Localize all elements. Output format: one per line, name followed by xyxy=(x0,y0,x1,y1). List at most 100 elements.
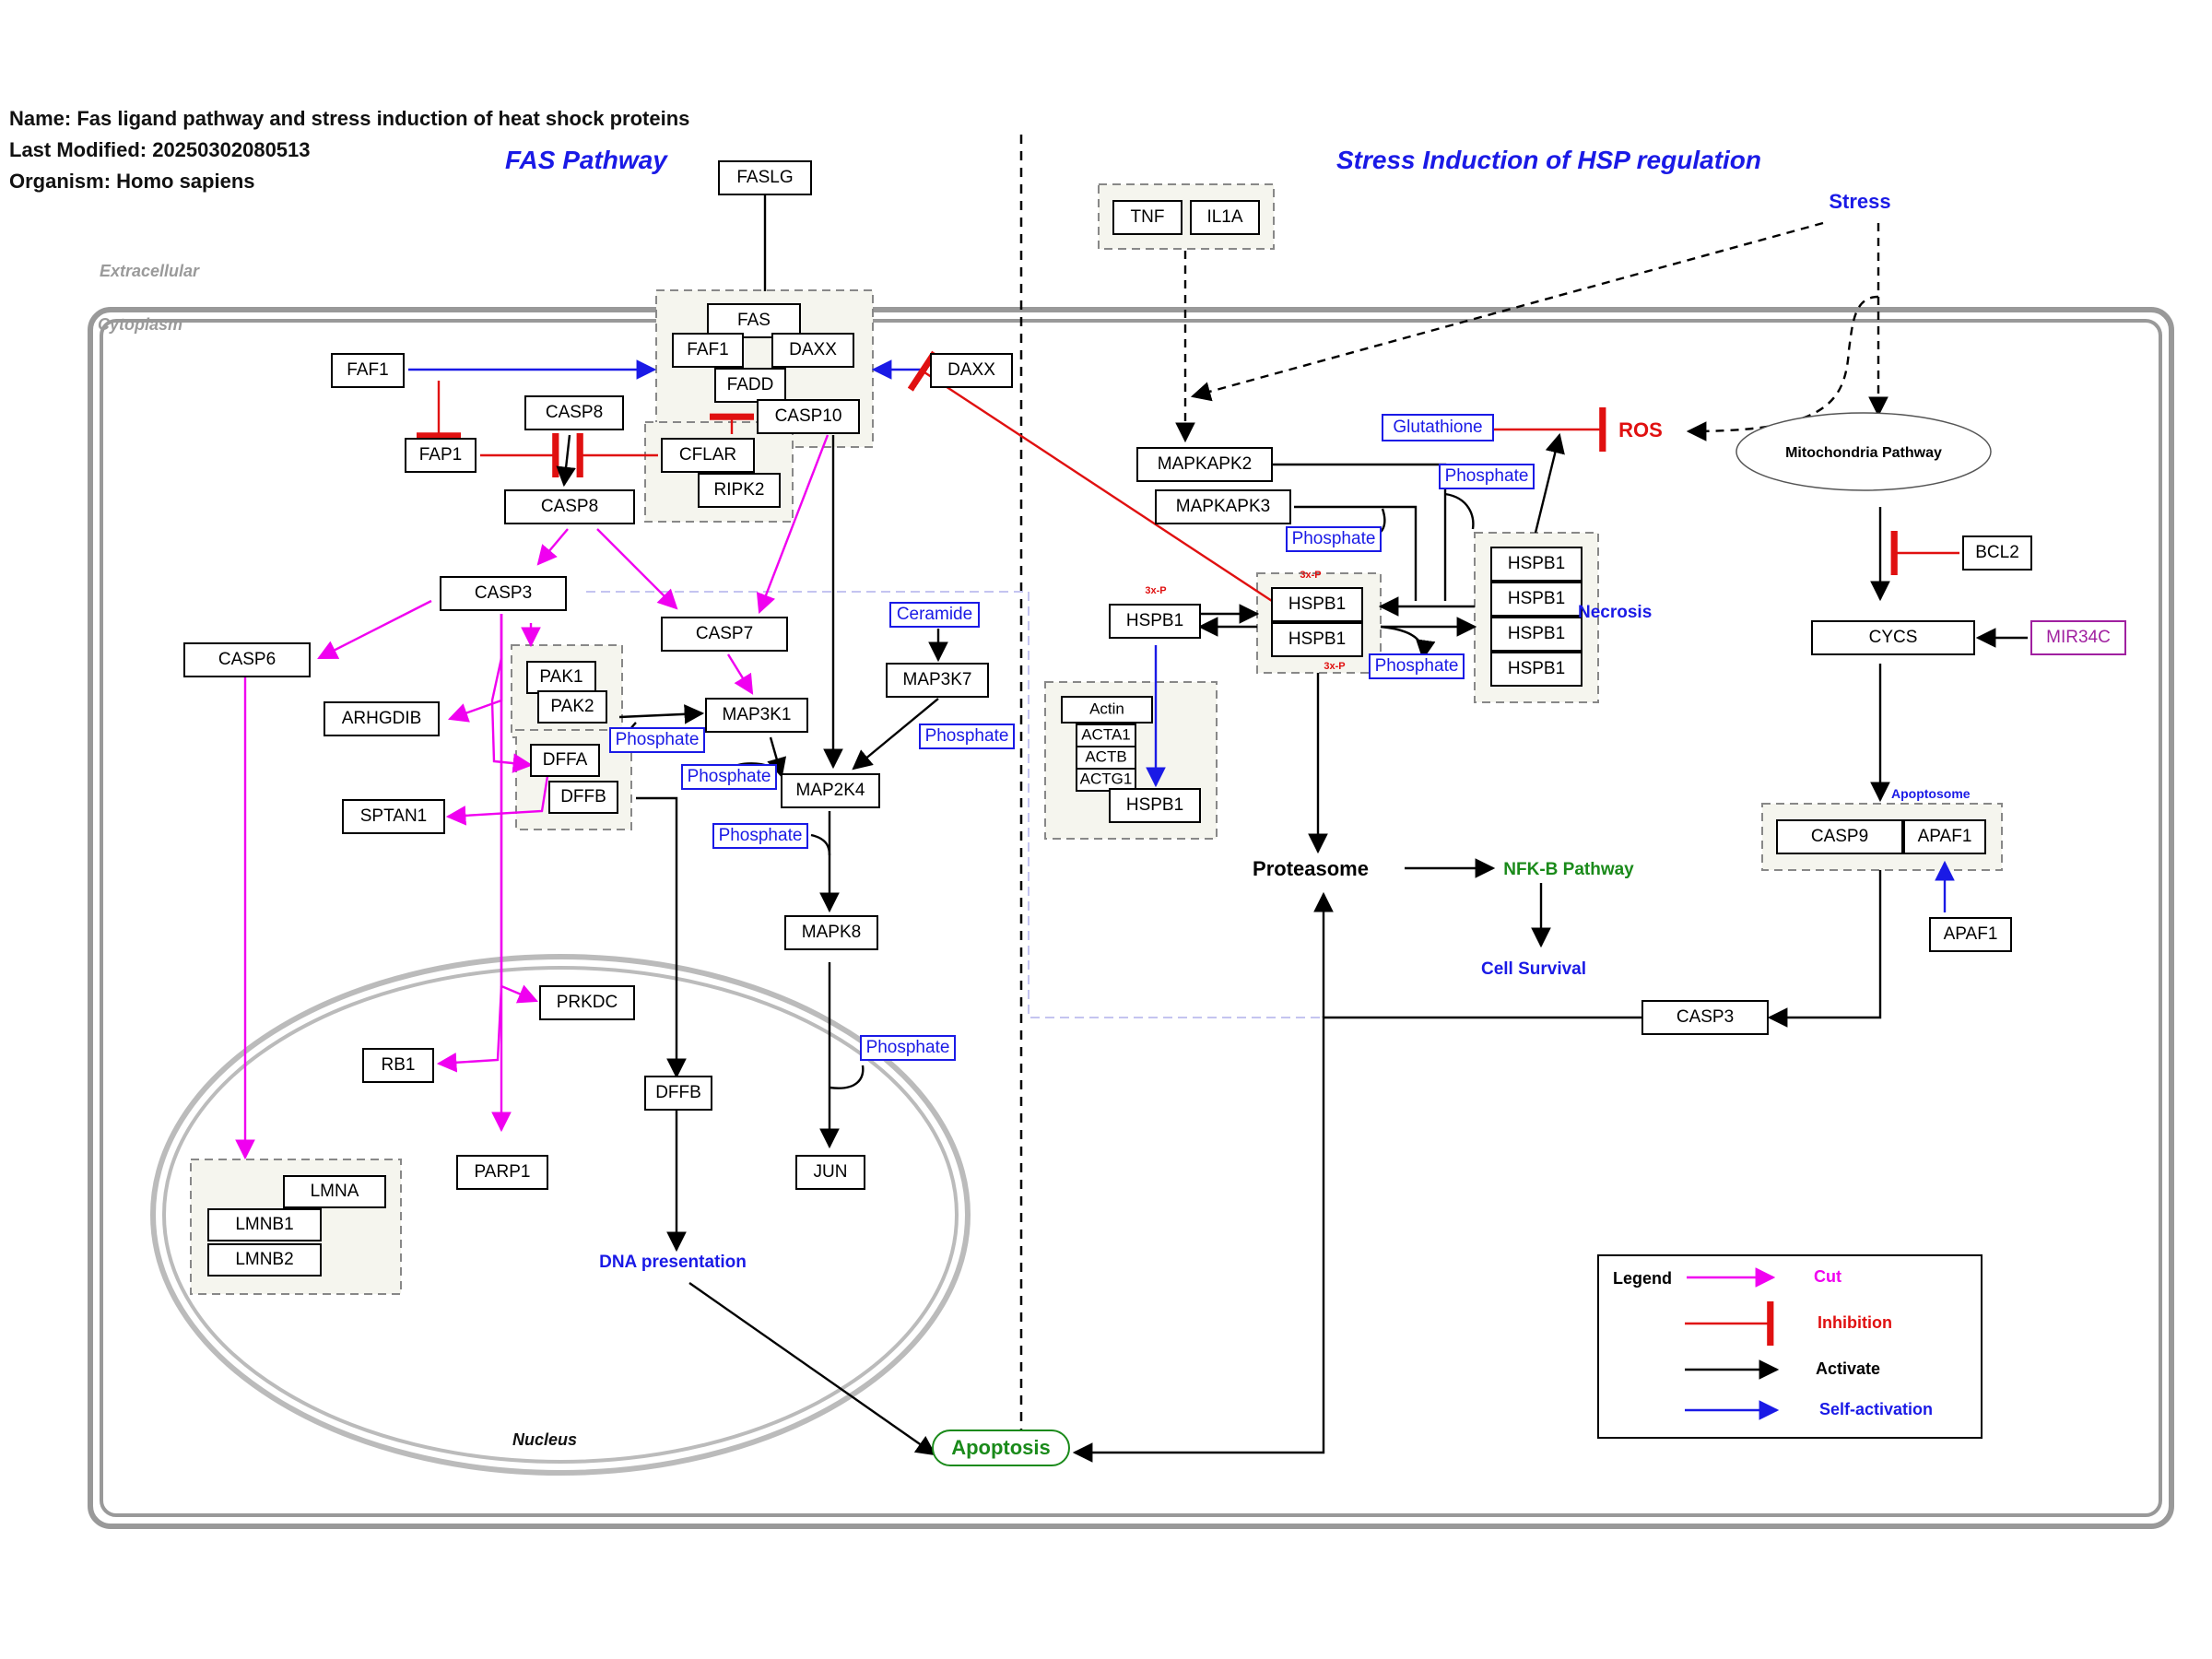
map3k1-map2k4-edge xyxy=(767,736,787,779)
node-actg1[interactable]: ACTG1 xyxy=(1076,768,1136,792)
node-lmnb1[interactable]: LMNB1 xyxy=(207,1208,322,1241)
node-cflar[interactable]: CFLAR xyxy=(661,438,755,473)
node-fas[interactable]: FAS xyxy=(707,303,801,338)
casp10-label: CASP10 xyxy=(775,406,842,426)
casp10-casp7-cut xyxy=(756,434,830,615)
node-phosphate-mapkapk3[interactable]: Phosphate xyxy=(1286,526,1382,552)
node-faf1[interactable]: FAF1 xyxy=(331,353,405,388)
node-pak2[interactable]: PAK2 xyxy=(537,690,607,724)
map3k1-label: MAP3K1 xyxy=(723,705,792,724)
node-mapk8[interactable]: MAPK8 xyxy=(784,915,878,950)
node-actin[interactable]: Actin xyxy=(1061,696,1153,724)
node-hspb1-dimer-2[interactable]: HSPB1 xyxy=(1271,622,1363,657)
pak2-label: PAK2 xyxy=(550,697,594,716)
node-phosphate-mapk8[interactable]: Phosphate xyxy=(712,823,808,849)
node-rb1[interactable]: RB1 xyxy=(362,1048,434,1083)
casp7-map3k1-cut xyxy=(726,653,754,695)
node-lmna[interactable]: LMNA xyxy=(283,1175,386,1208)
tnf-label: TNF xyxy=(1131,207,1165,227)
node-hspb1-oligomer-3[interactable]: HSPB1 xyxy=(1490,617,1583,652)
node-phosphate-pak[interactable]: Phosphate xyxy=(609,727,705,753)
jun-label: JUN xyxy=(814,1162,848,1182)
casp3-right-label: CASP3 xyxy=(1677,1007,1734,1027)
node-lmnb2[interactable]: LMNB2 xyxy=(207,1243,322,1277)
oligomer-ros-edge xyxy=(1534,432,1565,534)
node-casp7[interactable]: CASP7 xyxy=(661,617,788,652)
pak-map3k1-edge xyxy=(618,704,705,724)
node-pak1[interactable]: PAK1 xyxy=(526,661,596,694)
node-fadd[interactable]: FADD xyxy=(714,368,786,403)
node-hspb1-actin[interactable]: HSPB1 xyxy=(1109,788,1201,823)
fas-label: FAS xyxy=(737,311,771,330)
node-daxx[interactable]: DAXX xyxy=(930,353,1013,388)
hspb1-oligomer-2-label: HSPB1 xyxy=(1508,589,1565,608)
mapkapk2-label: MAPKAPK2 xyxy=(1158,454,1252,474)
node-faslg[interactable]: FASLG xyxy=(718,160,812,195)
node-hspb1-oligomer-1[interactable]: HSPB1 xyxy=(1490,547,1583,582)
fap1-label: FAP1 xyxy=(419,445,462,465)
mapkapk3-label: MAPKAPK3 xyxy=(1176,497,1270,516)
node-casp10[interactable]: CASP10 xyxy=(757,399,860,434)
node-casp8-a[interactable]: CASP8 xyxy=(524,395,624,430)
node-dffb-nucleus[interactable]: DFFB xyxy=(644,1076,712,1111)
node-apaf1-complex[interactable]: APAF1 xyxy=(1903,819,1986,854)
il1a-label: IL1A xyxy=(1206,207,1242,227)
node-apoptosis[interactable]: Apoptosis xyxy=(932,1430,1070,1466)
node-hspb1-dimer-1[interactable]: HSPB1 xyxy=(1271,587,1363,622)
glutathione-label: Glutathione xyxy=(1393,418,1482,437)
node-casp3[interactable]: CASP3 xyxy=(440,576,567,611)
node-map3k7[interactable]: MAP3K7 xyxy=(886,663,989,698)
node-map2k4[interactable]: MAP2K4 xyxy=(781,773,880,808)
node-hspb1-oligomer-4[interactable]: HSPB1 xyxy=(1490,652,1583,687)
node-mir34c[interactable]: MIR34C xyxy=(2030,620,2126,655)
daxx-label: DAXX xyxy=(947,360,995,380)
node-acta1[interactable]: ACTA1 xyxy=(1076,724,1136,747)
node-casp8-b[interactable]: CASP8 xyxy=(504,489,635,524)
stress-label: Stress xyxy=(1829,190,1890,213)
node-daxx-complex[interactable]: DAXX xyxy=(771,333,854,368)
node-phosphate-jun[interactable]: Phosphate xyxy=(860,1035,956,1061)
casp3-casp6-cut xyxy=(317,599,432,660)
node-actb[interactable]: ACTB xyxy=(1076,746,1136,770)
node-glutathione[interactable]: Glutathione xyxy=(1382,414,1494,441)
node-phosphate-map3k7[interactable]: Phosphate xyxy=(919,724,1015,749)
hspb1-left-label: HSPB1 xyxy=(1126,611,1183,630)
node-casp3-right[interactable]: CASP3 xyxy=(1641,1000,1769,1035)
node-casp6[interactable]: CASP6 xyxy=(183,642,311,677)
node-bcl2[interactable]: BCL2 xyxy=(1962,535,2032,571)
node-phosphate-map2k4[interactable]: Phosphate xyxy=(681,764,777,790)
node-hspb1-left[interactable]: HSPB1 xyxy=(1109,604,1201,639)
node-map3k1[interactable]: MAP3K1 xyxy=(705,698,808,733)
node-fap1[interactable]: FAP1 xyxy=(405,438,477,473)
node-hspb1-oligomer-2[interactable]: HSPB1 xyxy=(1490,582,1583,617)
node-casp9[interactable]: CASP9 xyxy=(1776,819,1903,854)
node-mapkapk3[interactable]: MAPKAPK3 xyxy=(1155,489,1291,524)
node-phosphate-mapkapk2[interactable]: Phosphate xyxy=(1439,464,1535,489)
casp8-a-label: CASP8 xyxy=(546,403,603,422)
node-tnf[interactable]: TNF xyxy=(1112,200,1182,235)
node-mapkapk2[interactable]: MAPKAPK2 xyxy=(1136,447,1273,482)
node-ceramide[interactable]: Ceramide xyxy=(889,602,980,628)
node-phosphate-hspb1[interactable]: Phosphate xyxy=(1369,653,1465,679)
mapk8-label: MAPK8 xyxy=(802,923,861,942)
node-ripk2[interactable]: RIPK2 xyxy=(698,473,781,508)
node-cycs[interactable]: CYCS xyxy=(1811,620,1975,655)
node-jun[interactable]: JUN xyxy=(795,1155,865,1190)
node-arhgdib[interactable]: ARHGDIB xyxy=(324,701,440,736)
node-il1a[interactable]: IL1A xyxy=(1190,200,1260,235)
map3k7-map2k4-edge xyxy=(852,698,939,771)
node-prkdc[interactable]: PRKDC xyxy=(539,985,635,1020)
node-parp1[interactable]: PARP1 xyxy=(456,1155,548,1190)
acta1-label: ACTA1 xyxy=(1081,725,1131,743)
node-sptan1[interactable]: SPTAN1 xyxy=(342,799,445,834)
last-modified: Last Modified: 20250302080513 xyxy=(9,138,311,161)
faslg-label: FASLG xyxy=(736,168,793,187)
node-dffa[interactable]: DFFA xyxy=(530,744,600,777)
node-mitochondria-pathway[interactable]: Mitochondria Pathway xyxy=(1735,412,1992,491)
node-dffb[interactable]: DFFB xyxy=(548,781,618,814)
node-faf1-complex[interactable]: FAF1 xyxy=(672,333,744,368)
node-apaf1[interactable]: APAF1 xyxy=(1929,917,2012,952)
faf1-label: FAF1 xyxy=(347,360,388,380)
sptan1-label: SPTAN1 xyxy=(360,806,428,826)
legend: Legend Cut Inhibition Activate Self-acti… xyxy=(1597,1254,1983,1439)
